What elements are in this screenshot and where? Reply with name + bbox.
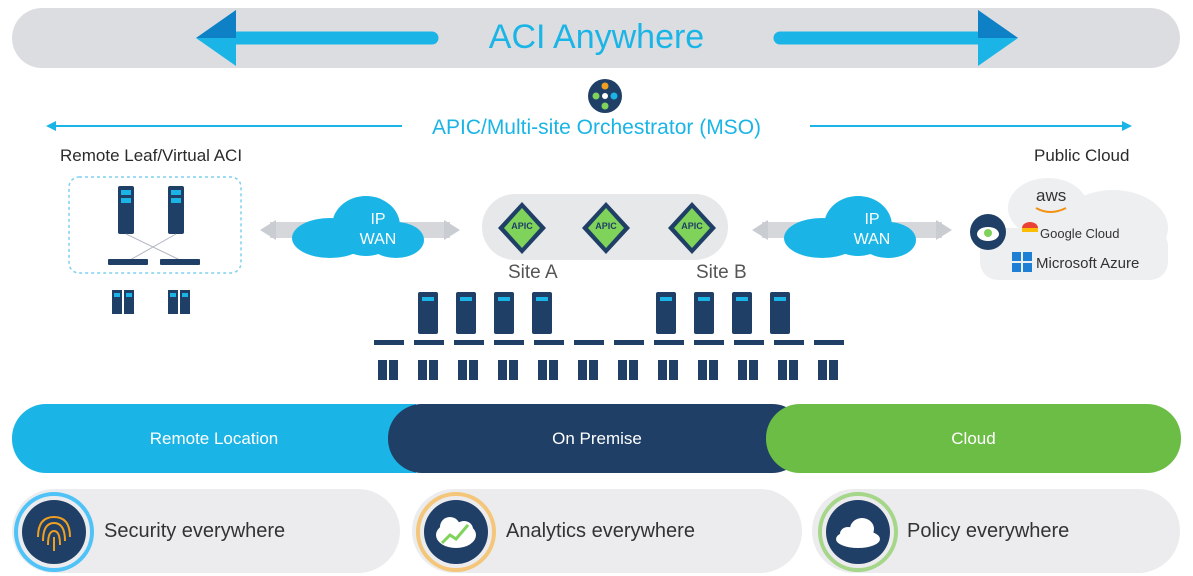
microsoft-azure-label: Microsoft Azure [1036, 255, 1140, 272]
wan-cloud-icon [292, 196, 424, 258]
site-b-label: Site B [696, 262, 747, 283]
cloud-gateway-icon [970, 214, 1006, 250]
banner-title: ACI Anywhere [488, 18, 705, 56]
location-on-premise: On Premise [388, 404, 806, 473]
google-cloud-label: Google Cloud [1040, 226, 1120, 241]
remote-leaf-box [68, 176, 242, 274]
remote-leaf-hosts [112, 290, 190, 314]
mso-icon [588, 79, 622, 113]
apic-controller-icon [668, 202, 716, 254]
analytics-cloud-icon [416, 492, 496, 572]
cloud-icon [818, 492, 898, 572]
server-icon [118, 186, 134, 234]
apic-label: APIC [681, 221, 703, 231]
wan-link-left [260, 196, 460, 258]
site-a-label: Site A [508, 262, 558, 283]
feature-analytics-label: Analytics everywhere [506, 520, 695, 542]
left-arrow-icon [196, 10, 439, 66]
apic-label: APIC [511, 221, 533, 231]
public-cloud-shape [970, 178, 1168, 280]
feature-security-label: Security everywhere [104, 520, 286, 542]
wan-cloud-icon [784, 196, 916, 258]
spine-switches-site-a [418, 292, 552, 334]
banner-arrows [196, 10, 1018, 66]
apic-controller-icon [498, 202, 546, 254]
google-cloud-icon [1022, 222, 1038, 232]
spine-switches-site-b [656, 292, 790, 334]
apic-cluster [482, 194, 728, 260]
aws-logo: aws [1036, 186, 1067, 205]
microsoft-azure-icon [1012, 252, 1032, 272]
orchestrator-arrows [46, 121, 1132, 131]
fabric-topology [374, 292, 844, 380]
wan-link-right [752, 196, 952, 258]
feature-policy-label: Policy everywhere [907, 520, 1070, 542]
apic-label: APIC [595, 221, 617, 231]
public-cloud-label: Public Cloud [1034, 146, 1130, 165]
right-arrow-icon [773, 10, 1018, 66]
location-cloud: Cloud [766, 404, 1181, 473]
apic-controller-icon [582, 202, 630, 254]
location-remote: Remote Location [12, 404, 416, 473]
fingerprint-icon [14, 492, 94, 572]
host-servers [378, 360, 838, 380]
leaf-switches [374, 340, 844, 345]
remote-leaf-label: Remote Leaf/Virtual ACI [60, 146, 243, 165]
orchestrator-label: APIC/Multi-site Orchestrator (MSO) [431, 116, 762, 139]
server-icon [168, 186, 184, 234]
